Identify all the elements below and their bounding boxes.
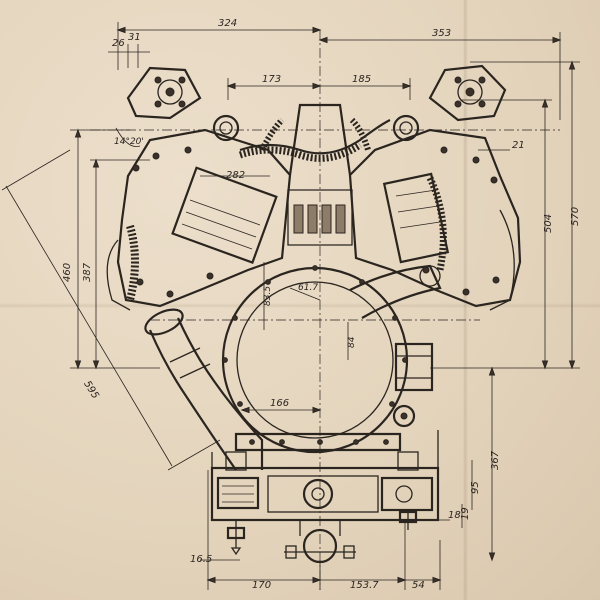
dim-173-label: 173: [262, 74, 281, 85]
dim-153-7: 153.7: [320, 520, 407, 591]
dim-14deg-label: 14°20': [114, 137, 144, 147]
dim-170: 170: [206, 470, 322, 591]
dim-367: 367: [488, 366, 501, 562]
right-side-hose: [426, 176, 447, 271]
dim-14deg: 14°20': [114, 127, 144, 147]
exhaust-clamp-left: [169, 347, 211, 379]
dim-504: 504: [460, 98, 554, 370]
right-oil-line: [489, 209, 515, 311]
dim-166-label: 166: [270, 398, 289, 409]
dim-26-31: 26 31: [108, 32, 150, 68]
bottom-right-valve: [397, 451, 419, 530]
top-hose-braid: [238, 142, 362, 162]
dim-504-label: 504: [543, 214, 554, 233]
dim-173: 173: [226, 74, 322, 100]
dim-21: 21: [478, 140, 525, 151]
crankcase-inner-ring: [236, 281, 394, 439]
dim-54-label: 54: [412, 580, 425, 591]
dim-84: 84: [347, 322, 357, 360]
dim-21-label: 21: [512, 140, 525, 151]
exhaust-pipe-left-outer: [176, 317, 264, 470]
right-filter-canister: [392, 342, 434, 428]
right-mount-bracket: [428, 64, 507, 122]
dim-367-label: 367: [490, 450, 501, 470]
left-upper-hose: [259, 117, 285, 152]
dim-460: 460: [62, 128, 160, 370]
dim-324-label: 324: [218, 18, 237, 29]
fuel-pump-plungers: [293, 204, 346, 234]
dim-19-label: 19: [460, 507, 471, 520]
left-bank-fittings: [132, 146, 214, 298]
right-cylinder-bank: [348, 128, 522, 308]
dim-16-5-label: 16.5: [190, 554, 212, 565]
dim-570: 570: [430, 60, 581, 370]
dim-185: 185: [320, 74, 412, 100]
dim-166: 166: [240, 398, 322, 414]
dim-54: 54: [405, 540, 442, 591]
fuel-pump-block: [287, 189, 353, 246]
dim-16-5: 16.5: [190, 554, 240, 565]
right-bank-fittings: [422, 146, 500, 296]
left-filler-cap: [212, 114, 240, 142]
dim-84-label: 84: [347, 336, 357, 348]
top-coolant-hose: [239, 119, 391, 155]
right-filler-cap: [392, 114, 420, 142]
dim-31-label: 31: [128, 32, 141, 43]
bottom-pump-assembly: [210, 466, 440, 522]
dim-324: 324: [116, 18, 322, 70]
right-pipe-flange: [419, 265, 441, 287]
dim-19: 19: [460, 504, 471, 528]
exhaust-pipe-left-inner: [148, 329, 237, 471]
right-accessory-unit: [382, 172, 450, 264]
dim-170-label: 170: [252, 580, 271, 591]
oil-pan-bolts: [249, 439, 389, 445]
right-intake-pipe: [349, 264, 442, 319]
dim-595: 595: [1, 149, 221, 471]
left-accessory-unit: [171, 166, 278, 265]
exhaust-flange-left: [144, 308, 184, 336]
dim-282-label: 282: [226, 170, 245, 181]
dim-353-label: 353: [432, 28, 451, 39]
dim-95-label: 95: [470, 481, 481, 494]
dim-353: 353: [318, 28, 562, 120]
dim-18-label: 18: [448, 510, 461, 521]
crankcase-bolts: [222, 265, 408, 407]
dim-83-5-label: 83.5: [263, 286, 273, 306]
dim-570-label: 570: [570, 207, 581, 226]
crankcase-housing: [221, 266, 409, 454]
left-cylinder-bank: [116, 128, 292, 308]
dim-61-7: 61.7: [289, 283, 321, 301]
oil-pan-flange: [234, 432, 402, 452]
dim-153-7-label: 153.7: [350, 580, 379, 591]
left-oil-line: [106, 239, 131, 311]
dim-61-7-label: 61.7: [298, 283, 318, 293]
dim-387-label: 387: [82, 262, 93, 282]
left-mount-bracket: [126, 66, 202, 120]
v-block-top: [288, 103, 352, 176]
dim-83-5: 83.5: [263, 262, 273, 330]
left-side-hose: [126, 224, 139, 301]
bottom-left-valve: [225, 451, 247, 556]
dim-95: 95: [470, 460, 481, 510]
dim-26-label: 26: [112, 38, 125, 49]
dim-185-label: 185: [352, 74, 371, 85]
dim-460-label: 460: [62, 263, 73, 282]
dim-282: 282: [200, 170, 270, 181]
dim-387: 387: [82, 158, 150, 370]
dim-595-label: 595: [81, 379, 100, 401]
bottom-drain-fitting: [284, 520, 356, 564]
